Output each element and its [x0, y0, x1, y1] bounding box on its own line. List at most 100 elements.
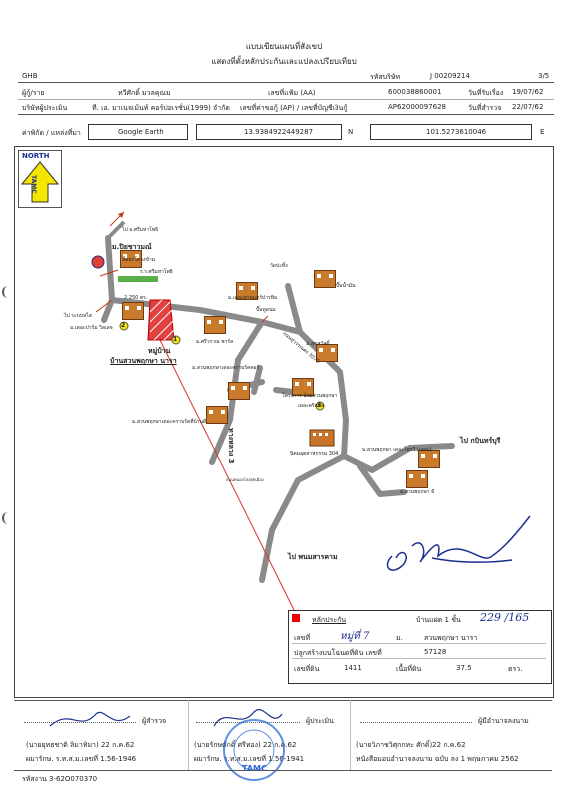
document-subtitle: แสดงที่ตั้งหลักประกันและแปลงเปรียบเทียบ	[211, 57, 357, 66]
map-label-kitchen: ลิ้มยกโครงข้าม	[122, 257, 155, 263]
surveyor-license: ผมารักษ. ร.ท.ส.ม.เลขที่ 1.56-1946	[26, 755, 137, 763]
footer-code: รหัสงาน 3-62O070370	[22, 775, 98, 783]
comp-building-2	[122, 302, 144, 320]
request-label: เลขที่แฟ้ม (AA)	[268, 89, 316, 97]
surveyor-label: ผู้สำรวจ	[142, 717, 167, 725]
ref-value: J 00209214	[430, 72, 470, 80]
comp-building-temple	[314, 270, 336, 288]
report-label: เลขที่ค่าขอกู้ (AP) / เลขที่บัญชีเงินกู้	[240, 104, 348, 112]
comp-building-4	[228, 382, 250, 400]
area-label: เนื้อที่ดิน	[396, 665, 422, 673]
map-label-housing: ม.เดอะพาดแดร์ปารทิม	[228, 295, 278, 301]
map-label-subject: บ้านสวนพฤกษา นารา	[110, 357, 177, 365]
map-label-to-kabin: ไป ระบบหไส	[64, 313, 92, 319]
map-frame	[14, 146, 554, 698]
map-label-to-sriharaj: ไป อ.ศรีมหาโพธิ	[122, 227, 159, 233]
map-label-suanphruksa3-b: เดอะคริสตัล	[298, 403, 325, 409]
village-name: สวนพฤกษา นารา	[424, 634, 478, 642]
area-unit: ตรว.	[508, 665, 523, 673]
org-code: GHB	[22, 72, 38, 80]
map-label-sriwong: ม.ศรีวราณ พาร์ค	[196, 339, 234, 345]
area-value: 37.5	[456, 664, 472, 672]
north-label: NORTH	[22, 152, 50, 160]
comp-building-7	[406, 470, 428, 488]
approver-label: ผู้มีอำนาจลงนาม	[478, 717, 529, 725]
report-value: AP62000097628	[388, 103, 446, 111]
land-no-value: 1411	[344, 664, 362, 672]
comp-building-sukh	[316, 344, 338, 362]
latitude: 13.9384922449287	[244, 128, 314, 136]
longitude-dir: E	[540, 128, 545, 136]
surveyor-signature	[49, 711, 131, 727]
land-no-label: เลขที่ดิน	[294, 665, 320, 673]
moo-label: ม.	[396, 634, 403, 642]
company-label: บริษัทผู้ประเมิน	[22, 104, 68, 112]
date-survey-value: 22/07/62	[512, 103, 544, 111]
client-label: ผู้กู้/ราย	[22, 89, 45, 97]
surveyor-name: (นายยุทธชาติ ลิมาทิมา) 22 ก.ค.62	[26, 741, 135, 749]
approver-name: (นายวิภาชวิศุกกทะ ศักดิ์)22 ก.ค.62	[356, 741, 466, 749]
request-value: 600038860001	[388, 88, 442, 96]
marker-1: 1	[173, 336, 178, 343]
comp-building-3	[292, 378, 314, 396]
date-received-label: วันที่รับเรื่อง	[468, 89, 504, 97]
map-label-comp5: ม.สวนพฤกษา เดอะโพรวี (เดอะ)	[362, 447, 432, 453]
map-label-prachantakham: ม.ปิยชาวมณ์	[112, 243, 152, 251]
signature-scribble	[386, 515, 531, 571]
map-label-aerial-road: ถนนหนองโลงสุขเมือง	[226, 477, 264, 482]
comp-building-sriwong	[204, 316, 226, 334]
map-label-temple: วัดปะทิ้ง	[270, 263, 288, 269]
map-label-price1: 2,250 ตร.	[124, 295, 148, 301]
map-label-sukh: ม.สุขสวัสดิ์	[306, 341, 330, 347]
collateral-legend-swatch	[292, 614, 300, 622]
binder-hole-icon	[2, 512, 10, 524]
compass-text: TAMC	[30, 175, 37, 194]
collateral-box	[288, 610, 552, 684]
no-label: เลขที่	[294, 634, 311, 642]
map-label-to-prachinburi: ไป กบินทร์บุรี	[460, 437, 501, 445]
no-value: หมู่ที่ 7	[340, 631, 370, 642]
map-label-comp1: ม.สวนพฤกษาเดอะคราบร์ดคอร์	[192, 365, 260, 371]
map-label-sriharaj-school: ร.ร.ศรีมหาโพธิ	[140, 269, 173, 275]
coords-source: Google Earth	[118, 128, 164, 136]
map-label-comp2: ม.เดอะปาร์ม วิลเลจ	[70, 325, 113, 331]
stamp-text: TAMC	[242, 764, 267, 773]
latitude-dir: N	[348, 128, 354, 136]
collateral-type: บ้านแฝด 1 ชั้น	[416, 616, 461, 624]
collateral-legend-label: หลักประกัน	[312, 616, 347, 624]
binder-hole-icon	[2, 286, 10, 298]
north-arrow-icon	[20, 161, 60, 203]
date-survey-label: วันที่สำรวจ	[468, 104, 502, 112]
map-label-pump: ปั๊มน้ำมัน	[336, 283, 356, 289]
page-number: 3/5	[538, 72, 550, 80]
map-label-comp6: ม.สวนพฤกษา 6	[400, 489, 435, 495]
map-label-condo: นิคมอุตสาหกรรม 304	[290, 451, 339, 457]
coords-label: ค่าพิกัด / แหล่งที่มา	[22, 129, 81, 137]
map-label-comp2b: ม.สวนพฤกษาเดอะคราบร์ดที่บ้านดี	[132, 419, 207, 425]
map-label-suanphruksa3: โครงการ บ้านสวนพฤกษา	[282, 393, 338, 399]
comp-building-1	[120, 250, 142, 268]
appraiser-label: ผู้ประเมิน	[306, 717, 334, 725]
approver-note: หนังสือมอบอำนาจลงนาม ฉบับ ลง 1 พฤษภาคม 2…	[356, 755, 519, 763]
house-number-handwritten: 229 /165	[480, 611, 530, 624]
map-label-reservoir: ปั๊มดูดนม	[256, 307, 276, 313]
map-label-subject-prefix: หมู่บ้าน	[148, 347, 171, 355]
company-value: ที. เอ. มาเนจเม้นท์ คอร์ปอเรชั่น(1999) จ…	[92, 104, 230, 112]
date-received-value: 19/07/62	[512, 88, 544, 96]
marker-3: 3	[317, 402, 322, 409]
map-label-to-phanom: ไป พนมสารคาม	[288, 553, 338, 561]
comp-building-6	[418, 450, 440, 468]
map-label-road-v: ทางหลวง 3	[227, 428, 235, 464]
ref-label: รหัสบริษัท	[370, 73, 401, 81]
comp-building-housing	[236, 282, 258, 300]
comp-building-5	[206, 406, 228, 424]
appraiser-name: (นายรักษศักดิ์ ศรีทอง) 22 ก.ค.62	[194, 741, 297, 749]
longitude: 101.5273610046	[426, 128, 487, 136]
appraiser-signature	[213, 709, 283, 727]
client-value: ทวีศักดิ์ มวลคุณม	[118, 89, 171, 97]
marker-2: 2	[121, 322, 126, 329]
deed-label: ปลูกสร้างบนโฉนดที่ดิน เลขที่	[294, 649, 382, 657]
deed-value: 57128	[424, 648, 447, 656]
appraiser-license: ผมารักษ. ร.ท.ส.ม.เลขที่ 1.56-1941	[194, 755, 305, 763]
document-title: แบบเขียนแผนที่สังเขป	[245, 42, 323, 51]
